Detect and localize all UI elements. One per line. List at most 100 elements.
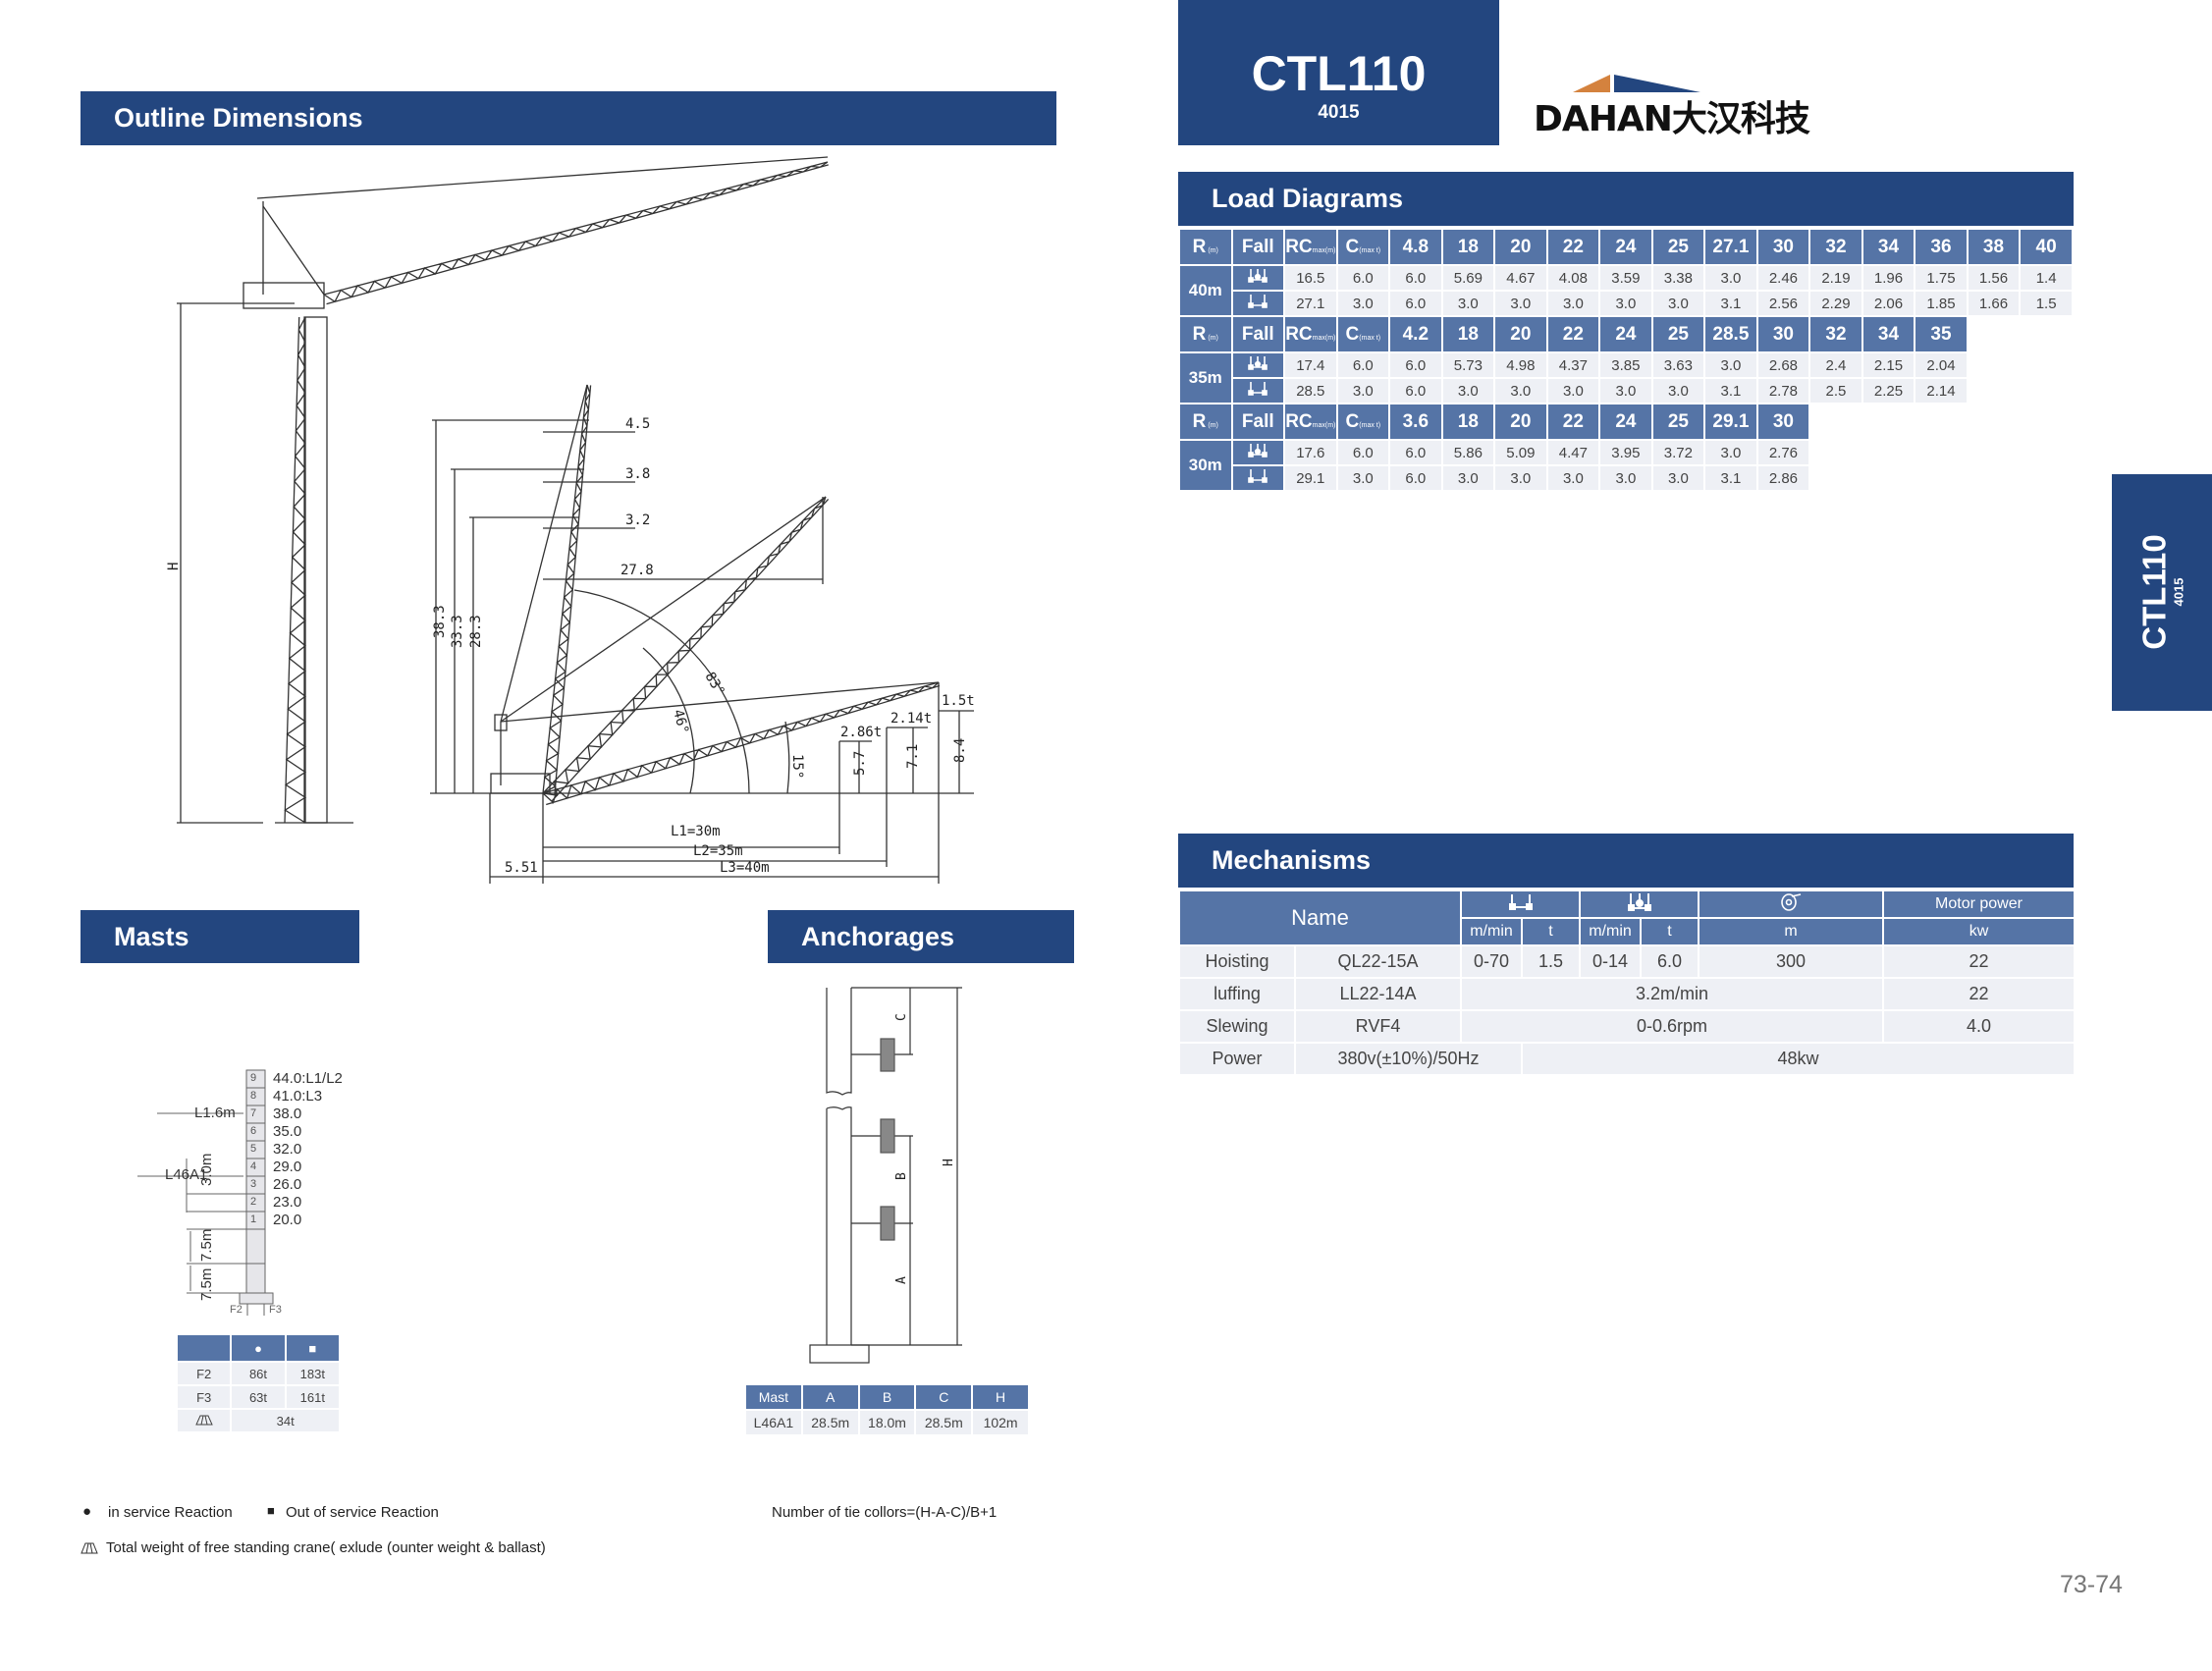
blank-cell	[2019, 351, 2074, 379]
reaction-out-service: 161t	[284, 1384, 342, 1410]
radius-header: 20	[1493, 403, 1548, 441]
anch-header: Mast	[744, 1383, 803, 1411]
mech-model: RVF4	[1294, 1009, 1462, 1044]
angle-label-46: 46°	[670, 708, 691, 736]
load-value: 2.86	[1755, 464, 1811, 492]
load-value: 3.1	[1703, 290, 1758, 317]
radius-label-3-2: 3.2	[625, 512, 650, 528]
load-value: 2.56	[1755, 290, 1811, 317]
mech-model: LL22-14A	[1294, 977, 1462, 1011]
side-tab-subtitle: 4015	[2171, 577, 2186, 607]
in-service-note: in service Reaction	[108, 1504, 233, 1521]
in-service-icon: ●	[230, 1333, 287, 1363]
load-value: 3.0	[1650, 290, 1706, 317]
blank-cell	[1966, 403, 2022, 441]
radius-header: 30	[1755, 228, 1811, 266]
static-crane-drawing	[177, 156, 829, 824]
anch-header: A	[800, 1383, 860, 1411]
unit-power: kw	[1882, 917, 2076, 946]
load-value: 3.63	[1650, 351, 1706, 379]
load-value: 1.85	[1914, 290, 1969, 317]
anchorage-drawing: C B A H	[809, 987, 962, 1364]
radius-header: 32	[1808, 315, 1863, 353]
col-c: C(max t)	[1335, 315, 1391, 353]
side-tab: CTL110 4015	[2112, 474, 2212, 711]
model-title: CTL110	[1251, 46, 1427, 101]
mast-section-height: 23.0	[273, 1194, 302, 1211]
anch-cell: 102m	[971, 1409, 1030, 1436]
load-value: 4.47	[1545, 439, 1601, 466]
col-radius: R (m)	[1178, 315, 1233, 353]
blank-cell	[1966, 377, 2022, 404]
load-value: 3.1	[1703, 377, 1758, 404]
load-value: 2.4	[1808, 351, 1863, 379]
jib-length-cell: 30m	[1178, 439, 1233, 492]
blank-cell	[1808, 464, 1863, 492]
blank-cell	[1861, 464, 1916, 492]
mast-section-height: 29.0	[273, 1159, 302, 1175]
mast-section-number: 8	[250, 1090, 257, 1102]
anchorage-table: Mast A B C H L46A1 28.5m 18.0m 28.5m 102…	[744, 1383, 1030, 1436]
load-value: 2.15	[1861, 351, 1916, 379]
mech-load-4: 6.0	[1640, 944, 1699, 979]
four-fall-icon	[1230, 351, 1286, 379]
load-value: 5.73	[1440, 351, 1496, 379]
load-value: 2.29	[1808, 290, 1863, 317]
mast-section-height: 41.0:L3	[273, 1088, 323, 1105]
mech-spec: 48kw	[1521, 1042, 2076, 1076]
mech-model: QL22-15A	[1294, 944, 1462, 979]
mast-section-height: 44.0:L1/L2	[273, 1070, 343, 1087]
mech-spec: 3.2m/min	[1460, 977, 1884, 1011]
tip-load-2-14: 2.14t	[890, 711, 932, 727]
rc-value: 17.4	[1283, 351, 1338, 379]
mech-name-header: Name	[1178, 889, 1462, 946]
radius-header: 22	[1545, 403, 1601, 441]
tip-height-8-4: 8.4	[952, 738, 968, 763]
load-value: 1.56	[1966, 264, 2022, 292]
load-value: 6.0	[1388, 264, 1443, 292]
load-value: 1.75	[1914, 264, 1969, 292]
radius-header: 18	[1440, 403, 1496, 441]
crane-weight-icon	[175, 1408, 233, 1433]
load-value: 3.0	[1598, 464, 1653, 492]
logo-roof-icon	[1573, 75, 1700, 92]
anch-cell: 28.5m	[914, 1409, 974, 1436]
out-service-bullet-icon: ■	[267, 1503, 275, 1518]
load-value: 2.06	[1861, 290, 1916, 317]
mast-7-5m-label-lower: 7.5m	[198, 1267, 215, 1301]
load-value: 4.08	[1545, 264, 1601, 292]
lattice-boom	[542, 496, 830, 802]
blank-cell	[1861, 439, 1916, 466]
anchor-h-label: H	[942, 1159, 956, 1166]
crane-weight-note-icon	[81, 1541, 98, 1559]
radius-header: 24	[1598, 228, 1653, 266]
mech-speed-2: 0-70	[1460, 944, 1523, 979]
rc-value: 28.5	[1283, 377, 1338, 404]
load-value: 6.0	[1388, 377, 1443, 404]
total-weight-value: 34t	[230, 1408, 341, 1433]
radius-label-4-5: 4.5	[625, 416, 650, 432]
f3-label: F3	[269, 1304, 282, 1316]
brand-name: DAHAN大汉科技	[1534, 99, 1810, 139]
load-value: 1.66	[1966, 290, 2022, 317]
model-box: CTL110 4015	[1178, 0, 1499, 145]
luffing-crane-drawing	[430, 384, 974, 884]
radius-header: 3.6	[1388, 403, 1443, 441]
load-value: 5.09	[1493, 439, 1548, 466]
radius-header: 36	[1914, 228, 1969, 266]
motor-power-header: Motor power	[1882, 889, 2076, 919]
radius-header: 4.2	[1388, 315, 1443, 353]
c-value: 3.0	[1335, 377, 1391, 404]
reaction-table: ● ■ F2 86t 183t F3 63t 161t 34t	[175, 1333, 342, 1433]
blank-cell	[2019, 439, 2074, 466]
radius-header: 25	[1650, 228, 1706, 266]
jib-length-l2: L2=35m	[693, 843, 743, 859]
jib-length-l1: L1=30m	[671, 824, 721, 839]
reaction-in-service: 63t	[230, 1384, 287, 1410]
load-value: 3.1	[1703, 464, 1758, 492]
mast-section-number: 5	[250, 1143, 257, 1155]
col-rc: RCmax(m)	[1283, 315, 1338, 353]
